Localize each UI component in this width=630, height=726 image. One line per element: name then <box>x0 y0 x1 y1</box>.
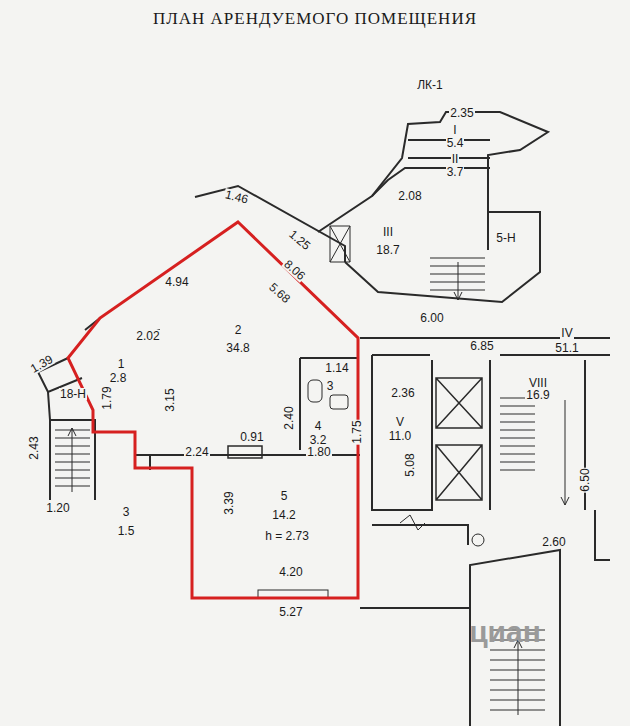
plan-label: 6.00 <box>419 312 444 324</box>
plan-label: V <box>395 416 405 428</box>
plan-label: I <box>452 124 457 136</box>
plan-label: 3.39 <box>223 490 235 515</box>
plan-label: 1.14 <box>324 362 349 374</box>
plan-label: 2.43 <box>28 435 40 460</box>
plan-label: 2 <box>234 324 243 336</box>
plan-label: 3 <box>326 380 335 392</box>
plan-label: III <box>382 226 394 238</box>
plan-label: 2.02 <box>135 330 160 342</box>
plan-label: 2.35 <box>449 107 474 119</box>
plan-label: 5-Н <box>495 232 516 244</box>
plan-label: 5 <box>280 490 289 502</box>
plan-label: 1.25 <box>286 227 313 252</box>
watermark: циан <box>468 617 542 647</box>
plan-label: ЛК-1 <box>416 79 444 91</box>
walls <box>38 112 610 726</box>
plan-label: 16.9 <box>525 389 550 401</box>
plan-label: 34.8 <box>225 342 250 354</box>
plan-label: 14.2 <box>271 509 296 521</box>
plan-label: 2.60 <box>541 536 566 548</box>
plan-label: II <box>451 153 460 165</box>
plan-label: 6.50 <box>579 467 591 492</box>
plan-label: VIII <box>528 377 548 389</box>
plan-label: 2.36 <box>390 387 415 399</box>
plan-label: IV <box>560 327 573 339</box>
plan-label: 5.27 <box>278 606 303 618</box>
plan-label: h = 2.73 <box>264 530 310 542</box>
plan-label: 1.46 <box>223 188 251 206</box>
plan-label: 3.7 <box>446 166 465 178</box>
plan-label: 0.91 <box>239 431 264 443</box>
plan-label: 11.0 <box>388 430 412 442</box>
plan-label: 5.4 <box>446 137 465 149</box>
plan-title: ПЛАН АРЕНДУЕМОГО ПОМЕЩЕНИЯ <box>150 8 480 29</box>
plan-label: 1 <box>117 358 126 370</box>
plan-label: 1.39 <box>28 352 56 375</box>
plan-label: 2.24 <box>184 446 209 458</box>
plan-label: 3.2 <box>309 434 328 446</box>
plan-label: 1.80 <box>306 446 331 458</box>
plan-label: 2.08 <box>397 190 422 202</box>
plan-label: 4.20 <box>278 566 303 578</box>
plan-label: 3 <box>122 506 131 518</box>
plan-label: 5.68 <box>267 280 294 306</box>
stairs <box>55 258 569 715</box>
plan-label: 1.79 <box>101 385 113 410</box>
plan-label: 1.75 <box>351 419 363 444</box>
plan-label: 6.85 <box>469 340 494 352</box>
plan-label: 51.1 <box>554 342 579 354</box>
rented-area-outline <box>68 222 358 598</box>
fixtures <box>258 380 484 598</box>
plan-label: 18.7 <box>375 244 400 256</box>
plan-label: 1.5 <box>117 525 136 537</box>
plan-label: 2.40 <box>283 405 295 430</box>
plan-label: 4.94 <box>164 276 189 288</box>
plan-label: 2.8 <box>109 372 128 384</box>
plan-label: 8.06 <box>282 257 309 283</box>
plan-label: 4 <box>314 420 323 432</box>
plan-label: 18-Н <box>59 388 87 400</box>
plan-label: 5.08 <box>404 452 416 477</box>
plan-label: 1.20 <box>45 502 70 514</box>
plan-label: 3.15 <box>164 387 176 412</box>
